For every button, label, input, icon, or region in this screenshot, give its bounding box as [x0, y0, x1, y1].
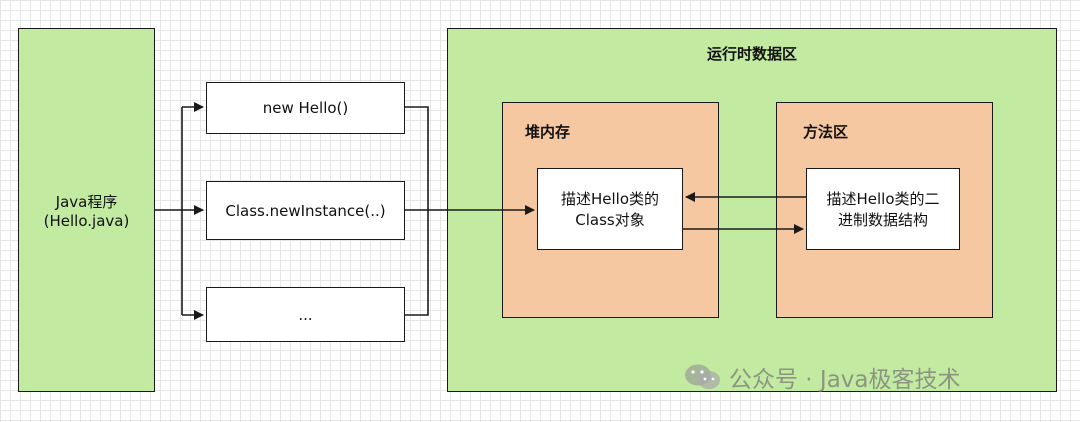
fanin-ellipsis [405, 210, 429, 316]
class-object-box: 描述Hello类的 Class对象 [537, 168, 683, 250]
java-program-box: Java程序 (Hello.java) [18, 28, 155, 392]
watermark: 公众号 · Java极客技术 [683, 360, 961, 394]
wechat-icon [683, 362, 723, 392]
class-object-line1: 描述Hello类的 [560, 190, 660, 208]
class-object-line2: Class对象 [575, 211, 645, 229]
heap-memory-title: 堆内存 [525, 123, 571, 141]
binary-structure-line2: 进制数据结构 [837, 211, 928, 229]
java-program-filename: (Hello.java) [43, 211, 130, 230]
binary-structure-box: 描述Hello类的二 进制数据结构 [806, 168, 960, 250]
class-newinstance-box: Class.newInstance(..) [206, 181, 405, 240]
java-program-label: Java程序 [55, 192, 118, 211]
ellipsis-box: ... [206, 287, 405, 342]
watermark-text: 公众号 · Java极客技术 [729, 367, 961, 393]
binary-structure-line1: 描述Hello类的二 [826, 190, 940, 208]
new-hello-label: new Hello() [262, 99, 349, 117]
fanin-new-hello [405, 106, 429, 210]
class-newinstance-label: Class.newInstance(..) [225, 201, 386, 220]
ellipsis-label: ... [298, 305, 313, 324]
method-area-title: 方法区 [803, 123, 849, 141]
runtime-data-area-title: 运行时数据区 [706, 45, 797, 63]
new-hello-box: new Hello() [206, 82, 405, 134]
